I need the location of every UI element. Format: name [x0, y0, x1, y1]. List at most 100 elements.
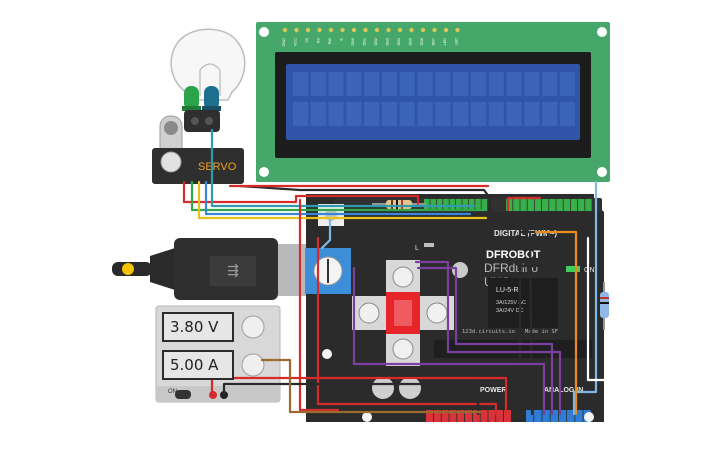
analog-pin[interactable]	[534, 410, 542, 422]
digital-pin[interactable]	[549, 199, 556, 211]
current-display: 5.00 A	[162, 350, 234, 380]
power-pin[interactable]	[504, 410, 511, 422]
power-pin[interactable]	[472, 410, 480, 422]
analog-pin[interactable]	[567, 410, 575, 422]
lcd-pin[interactable]	[374, 27, 380, 33]
dip-switch[interactable]	[386, 292, 420, 334]
digital-label: DIGITAL (PWM~)	[494, 229, 557, 238]
on-label: ON	[584, 267, 595, 274]
l-label: L	[415, 245, 419, 252]
power-pin[interactable]	[496, 410, 504, 422]
digital-pin[interactable]	[481, 199, 488, 211]
button-left[interactable]	[352, 296, 386, 330]
analog-pin[interactable]	[575, 410, 583, 422]
power-pin[interactable]	[433, 410, 441, 422]
lcd-cell	[488, 102, 504, 126]
lcd-pin-label: DB3	[386, 38, 390, 45]
capacitor-2	[399, 377, 421, 399]
power-pin[interactable]	[457, 410, 465, 422]
analog-pin[interactable]	[558, 410, 567, 422]
digital-pin[interactable]	[527, 199, 534, 211]
lcd-pin[interactable]	[409, 27, 414, 33]
analog-pin[interactable]	[526, 410, 534, 422]
lcd-pin[interactable]	[305, 27, 311, 33]
relay-model: LU-5-R	[496, 287, 519, 294]
lcd-pin[interactable]	[340, 27, 345, 33]
lcd-pin-label: DB5	[409, 38, 413, 45]
capacitor-1	[372, 377, 394, 399]
lcd-pin[interactable]	[363, 27, 368, 33]
digital-pin[interactable]	[578, 199, 585, 211]
lcd-pin[interactable]	[443, 27, 449, 33]
lcd-pin-label: E	[340, 38, 344, 41]
credit-label: 123d.circuits.io - Made in SF	[462, 329, 558, 335]
voltage-knob[interactable]	[241, 315, 265, 339]
usb-icon: ⇶	[227, 262, 239, 278]
lcd-cell	[346, 102, 362, 126]
digital-pin[interactable]	[542, 199, 549, 211]
digital-pin[interactable]	[520, 199, 527, 211]
lcd-cell	[417, 102, 433, 126]
resistor-right[interactable]	[600, 282, 609, 330]
gear-icon	[452, 262, 468, 278]
ir-sensor[interactable]	[184, 110, 220, 132]
lcd-cell	[453, 72, 469, 96]
lcd-pin[interactable]	[317, 27, 322, 33]
digital-pin[interactable]	[585, 199, 592, 211]
lcd-pin-label: VCC	[294, 38, 298, 46]
lcd-cell	[524, 72, 540, 96]
analog-pin[interactable]	[542, 410, 550, 422]
led-green[interactable]	[182, 86, 201, 111]
digital-pin[interactable]	[513, 199, 520, 211]
lcd-cell	[542, 72, 558, 96]
power-pin[interactable]	[488, 410, 496, 422]
button-down[interactable]	[386, 332, 420, 366]
lcd-pin[interactable]	[420, 27, 426, 33]
lcd-pin[interactable]	[351, 27, 357, 33]
psu-power-switch[interactable]	[175, 390, 191, 399]
lcd-pin[interactable]	[282, 27, 288, 33]
l-led	[424, 243, 434, 247]
lcd-pin[interactable]	[455, 27, 460, 33]
lcd-cell	[399, 72, 415, 96]
lcd-pin-label: RW	[328, 38, 332, 45]
servo-motor[interactable]: SERVO	[152, 115, 244, 184]
digital-pin[interactable]	[475, 199, 481, 211]
digital-pin[interactable]	[563, 199, 570, 211]
lcd-cell	[328, 72, 344, 96]
relay[interactable]	[488, 278, 558, 328]
power-pin[interactable]	[449, 410, 457, 422]
current-knob[interactable]	[241, 353, 265, 377]
lcd-cell	[435, 72, 451, 96]
lcd-pin-label: DB6	[420, 38, 424, 45]
digital-pin[interactable]	[506, 199, 513, 211]
power-pin[interactable]	[465, 410, 472, 422]
light-bulb[interactable]	[170, 28, 246, 101]
lcd-pin[interactable]	[328, 27, 334, 33]
usb-cable[interactable]: ⇶	[112, 238, 308, 300]
lcd-pin[interactable]	[294, 27, 299, 33]
analog-pin[interactable]	[550, 410, 558, 422]
power-pin[interactable]	[480, 410, 488, 422]
potentiometer[interactable]	[305, 248, 351, 294]
lcd-pin-label: DB7	[432, 38, 436, 45]
lcd-pin-label: LED	[443, 38, 447, 46]
lightning-icon	[122, 263, 134, 275]
lcd-pin[interactable]	[397, 27, 403, 33]
digital-pin[interactable]	[570, 199, 578, 211]
digital-pin[interactable]	[534, 199, 542, 211]
lcd-pin[interactable]	[386, 27, 391, 33]
lcd-pin-label: V0	[305, 38, 309, 43]
digital-pin[interactable]	[556, 199, 563, 211]
lcd-cell	[453, 102, 469, 126]
voltage-display: 3.80 V	[162, 312, 234, 342]
lcd-pin[interactable]	[432, 27, 437, 33]
analog-label: ANALOG IN	[544, 387, 583, 394]
led-blue[interactable]	[202, 86, 221, 111]
power-pin[interactable]	[441, 410, 449, 422]
button-up[interactable]	[386, 260, 420, 294]
power-pin[interactable]	[426, 410, 433, 422]
lcd-cell	[382, 72, 397, 96]
